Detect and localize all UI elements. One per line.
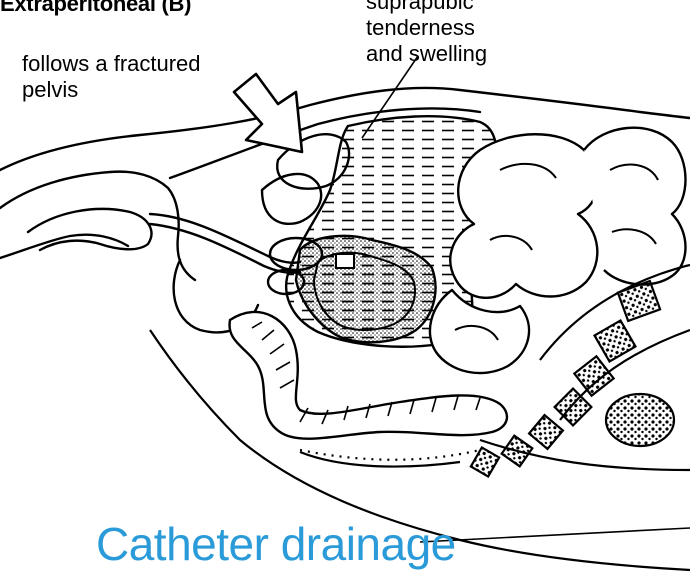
suprapubic-label: suprapubic tenderness and swelling — [366, 0, 487, 67]
vertebra-5 — [529, 415, 563, 449]
fracture-arrow — [234, 74, 302, 152]
pubic-bone — [262, 174, 321, 224]
figure-heading: Extraperitoneal (B) — [0, 0, 191, 17]
bowel-loop-3 — [430, 290, 529, 373]
catheter-drainage-caption: Catheter drainage — [96, 517, 456, 571]
drainage-line — [420, 528, 690, 542]
suprapubic-label-line-3: and swelling — [366, 41, 487, 67]
fractured-pelvis-label-line-2: pelvis — [22, 77, 201, 103]
vertebra-1 — [618, 281, 660, 321]
bowel-loop-2 — [584, 128, 686, 285]
fractured-pelvis-label-line-1: follows a fractured — [22, 51, 201, 77]
suprapubic-label-line-2: tenderness — [366, 15, 487, 41]
vertebra-2 — [595, 321, 636, 362]
vertebra-3 — [574, 356, 613, 395]
bowel-loop-1 — [450, 134, 598, 298]
fractured-pelvis-label: follows a fractured pelvis — [22, 51, 201, 103]
levator-band — [300, 450, 480, 460]
iliac-bone — [606, 394, 674, 446]
suprapubic-label-line-1: suprapubic — [366, 0, 487, 15]
catheter-tip — [336, 254, 354, 268]
phallus-glans — [28, 209, 151, 250]
